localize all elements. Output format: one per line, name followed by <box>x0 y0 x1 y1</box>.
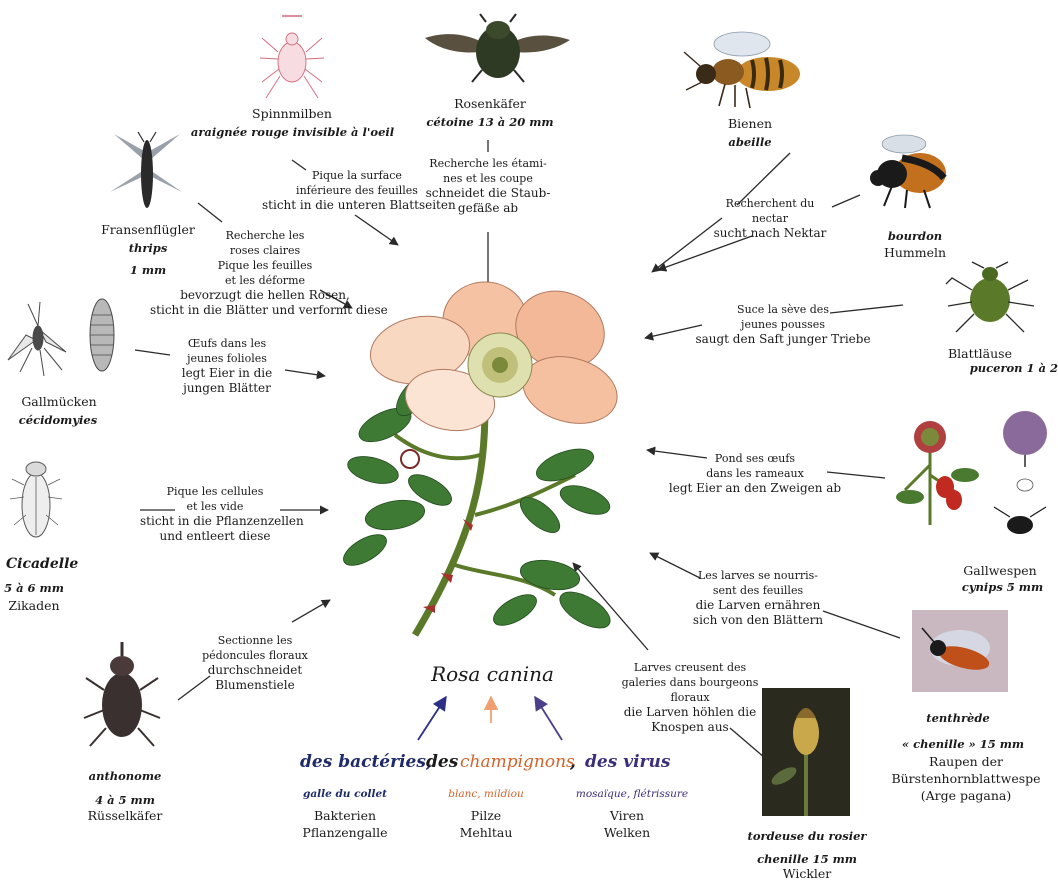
arrow-bacteria <box>418 697 446 740</box>
gallwespen-note: Pond ses œufs dans les rameaux legt Eier… <box>660 451 850 496</box>
cicadelle-size: 5 à 6 mm <box>4 580 64 596</box>
rosenkaefer-note: Recherche les étami- nes et les coupe sc… <box>418 156 558 216</box>
cicadelle-de: Zikaden <box>4 598 64 614</box>
gall-wasp-icon <box>890 405 1055 555</box>
gallmuecken-fr: cécidomyies <box>8 412 108 428</box>
virus-sub: mosaïque, flétrissure <box>572 788 692 800</box>
anthonome-fr: anthonome <box>80 768 170 784</box>
tordeuse-fr2: chenille 15 mm <box>752 851 862 867</box>
fungi-sub: blanc, mildiou <box>436 788 536 800</box>
gallwespen-de: Gallwespen <box>950 563 1050 579</box>
virus-label: des virus <box>585 752 670 772</box>
rose-illustration <box>335 275 635 645</box>
tenthrede-fr: tenthrède <box>918 710 998 726</box>
arrow-virus <box>535 697 562 740</box>
virus-de1: Viren <box>582 808 672 824</box>
gallwespen-fr: cynips 5 mm <box>955 579 1050 595</box>
gall-midge-icon <box>6 290 136 385</box>
rosenkaefer-fr: cétoine 13 à 20 mm <box>425 114 555 130</box>
thrips-icon <box>108 130 183 215</box>
bourdon-note: Recherchent du nectar sucht nach Nektar <box>710 196 830 241</box>
tenthrede-de3: (Arge pagana) <box>906 788 1026 804</box>
leafhopper-icon <box>10 455 62 543</box>
aphid-icon <box>942 262 1042 337</box>
bourdon-de: Hummeln <box>875 245 955 261</box>
bumblebee-icon <box>862 128 957 210</box>
tordeuse-de: Wickler <box>772 866 842 882</box>
line-bourdon <box>832 195 860 207</box>
arrow-gallmuecken <box>285 370 325 376</box>
tenthrede-note: Les larves se nourris- sent des feuilles… <box>678 568 838 628</box>
gallmuecken-note: Œufs dans les jeunes folioles legt Eier … <box>172 336 282 396</box>
rosenkaefer-de: Rosenkäfer <box>445 96 535 112</box>
arrow-anthonome <box>292 600 330 622</box>
fungi-label: champignons <box>460 752 575 772</box>
cicadelle-fr: Cicadelle <box>6 556 76 572</box>
bacteria-de2: Pflanzengalle <box>295 825 395 841</box>
blattlaeuse-fr: puceron 1 à 2 <box>958 360 1058 376</box>
bacteria-label: des bactéries, <box>300 752 432 772</box>
tenthrede-de2: Bürstenhornblattwespe <box>878 771 1054 787</box>
anthonome-size: 4 à 5 mm <box>85 792 165 808</box>
sawfly-icon <box>912 610 1008 692</box>
spinnmilben-fr: araignée rouge invisible à l'oeil <box>190 124 395 140</box>
thrips-note: Recherche les roses claires Pique les fe… <box>150 228 380 318</box>
bienen-fr: abeille <box>715 134 785 150</box>
cicadelle-note: Pique les cellules et les vide sticht in… <box>140 484 290 544</box>
bacteria-sub: galle du collet <box>300 788 390 800</box>
spinnmilben-de: Spinnmilben <box>232 106 352 122</box>
virus-de2: Welken <box>582 825 672 841</box>
beetle-icon <box>420 10 575 85</box>
tordeuse-fr: tordeuse du rosier <box>742 828 872 844</box>
plant-title: Rosa canina <box>430 662 555 686</box>
fungi-de1: Pilze <box>436 808 536 824</box>
gallmuecken-de: Gallmücken <box>14 394 104 410</box>
bourdon-fr: bourdon <box>880 228 950 244</box>
fungi-prefix: des <box>426 752 458 772</box>
fungi-suffix: , <box>570 752 576 772</box>
tordeuse-note: Larves creusent des galeries dans bourge… <box>600 660 780 735</box>
bee-icon <box>680 22 808 112</box>
mite-icon <box>258 14 326 104</box>
weevil-icon <box>82 640 162 750</box>
line-gallmuecken <box>135 350 170 355</box>
tenthrede-de1: Raupen der <box>906 754 1026 770</box>
anthonome-note: Sectionne les pédoncules floraux durchsc… <box>190 633 320 693</box>
arrow-bourdon <box>658 236 752 270</box>
bienen-de: Bienen <box>715 116 785 132</box>
anthonome-de: Rüsselkäfer <box>80 808 170 824</box>
line-thrips <box>198 203 222 222</box>
fungi-de2: Mehltau <box>436 825 536 841</box>
blattlaeuse-note: Suce la sève des jeunes pousses saugt de… <box>688 302 878 347</box>
bacteria-de1: Bakterien <box>295 808 395 824</box>
tenthrede-fr2: « chenille » 15 mm <box>898 736 1028 752</box>
